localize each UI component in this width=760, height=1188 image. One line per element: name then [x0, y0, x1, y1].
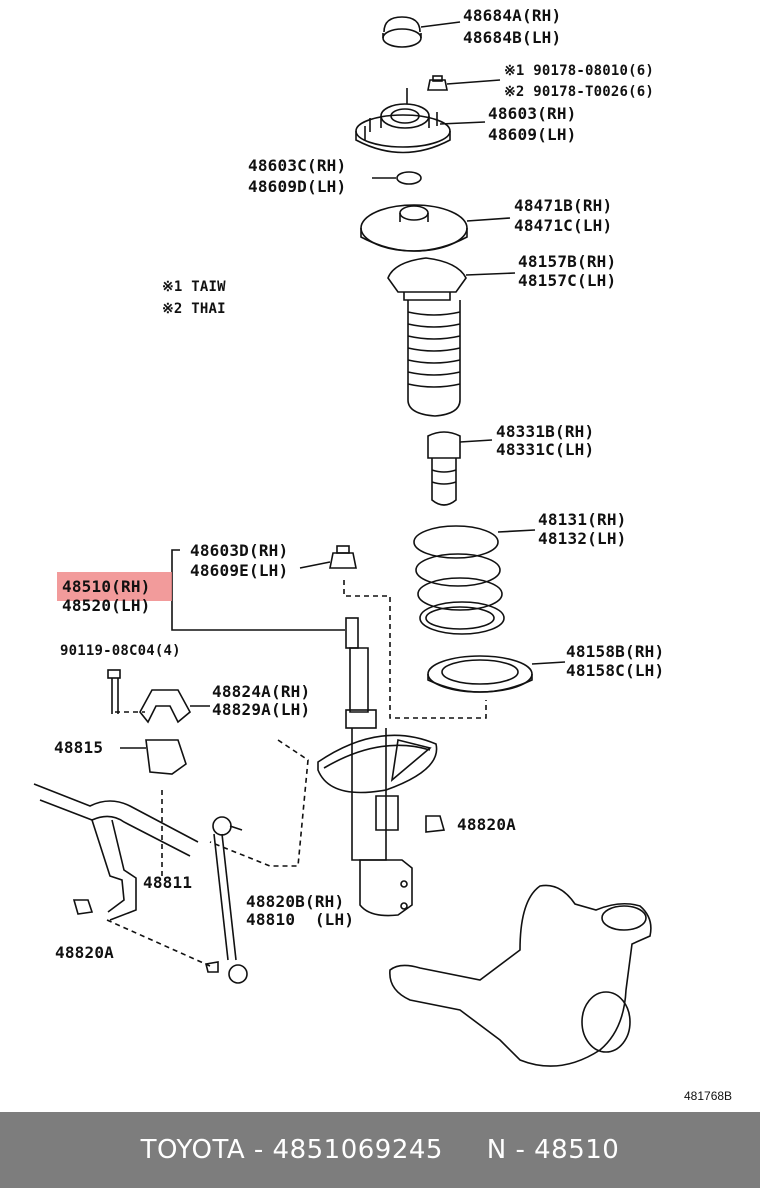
label-90178-1: ※1 90178-08010(6): [504, 63, 654, 79]
note-thai: ※2 THAI: [162, 301, 226, 317]
stabilizer-bar-drawing: [33, 783, 199, 921]
label-90178-2: ※2 90178-T0026(6): [504, 84, 654, 100]
label-48157b: 48157B(RH): [518, 252, 617, 271]
steering-knuckle-drawing: [389, 884, 652, 1067]
label-48684a: 48684A(RH): [463, 6, 562, 25]
stabilizer-link-drawing: [205, 816, 248, 984]
parts-diagram: 48684A(RH) 48684B(LH) ※1 90178-08010(6) …: [33, 6, 733, 1103]
footer-bar: TOYOTA - 4851069245 N - 48510: [0, 1112, 760, 1188]
strut-assembly-drawing: [33, 16, 652, 1067]
label-48157c: 48157C(LH): [518, 271, 617, 290]
label-48609: 48609(LH): [488, 125, 577, 144]
label-48824a: 48824A(RH): [212, 682, 311, 701]
label-48471c: 48471C(LH): [514, 216, 613, 235]
label-48820a-left: 48820A: [55, 943, 114, 962]
label-48609e: 48609E(LH): [190, 561, 289, 580]
label-48158b: 48158B(RH): [566, 642, 665, 661]
dashed-guides: [106, 580, 487, 967]
nut-drawing: [427, 75, 448, 91]
coil-spring-drawing: [413, 525, 505, 635]
label-48815: 48815: [54, 738, 104, 757]
label-48810: 48810 (LH): [246, 910, 355, 929]
label-48603: 48603(RH): [488, 104, 577, 123]
upper-mount-drawing: [355, 88, 451, 154]
label-48520: 48520(LH): [62, 596, 151, 615]
label-48331b: 48331B(RH): [496, 422, 595, 441]
shock-absorber-drawing: [317, 617, 438, 917]
label-90119: 90119-08C04(4): [60, 643, 181, 659]
label-48820b: 48820B(RH): [246, 892, 345, 911]
label-48829a: 48829A(LH): [212, 700, 311, 719]
label-48684b: 48684B(LH): [463, 28, 562, 47]
spring-seat-drawing: [360, 204, 468, 252]
label-48331c: 48331C(LH): [496, 440, 595, 459]
label-48603d: 48603D(RH): [190, 541, 289, 560]
label-48811: 48811: [143, 873, 193, 892]
bump-stop-bellows-drawing: [387, 257, 467, 417]
label-48131: 48131(RH): [538, 510, 627, 529]
bump-stopper-drawing: [427, 431, 461, 506]
label-48510: 48510(RH): [62, 577, 151, 596]
label-48471b: 48471B(RH): [514, 196, 613, 215]
highlight-box: [57, 572, 172, 601]
lower-insulator-drawing: [427, 655, 533, 693]
label-48609d: 48609D(LH): [248, 177, 347, 196]
dust-cap-drawing: [382, 16, 422, 48]
note-taiw: ※1 TAIW: [162, 279, 226, 295]
label-48132: 48132(LH): [538, 529, 627, 548]
label-48820a-right: 48820A: [457, 815, 516, 834]
label-48603c: 48603C(RH): [248, 156, 347, 175]
diagram-code: 481768B: [684, 1089, 733, 1103]
bolt-drawing: [107, 669, 121, 714]
footer-text: TOYOTA - 4851069245 N - 48510: [140, 1135, 620, 1165]
label-48158c: 48158C(LH): [566, 661, 665, 680]
